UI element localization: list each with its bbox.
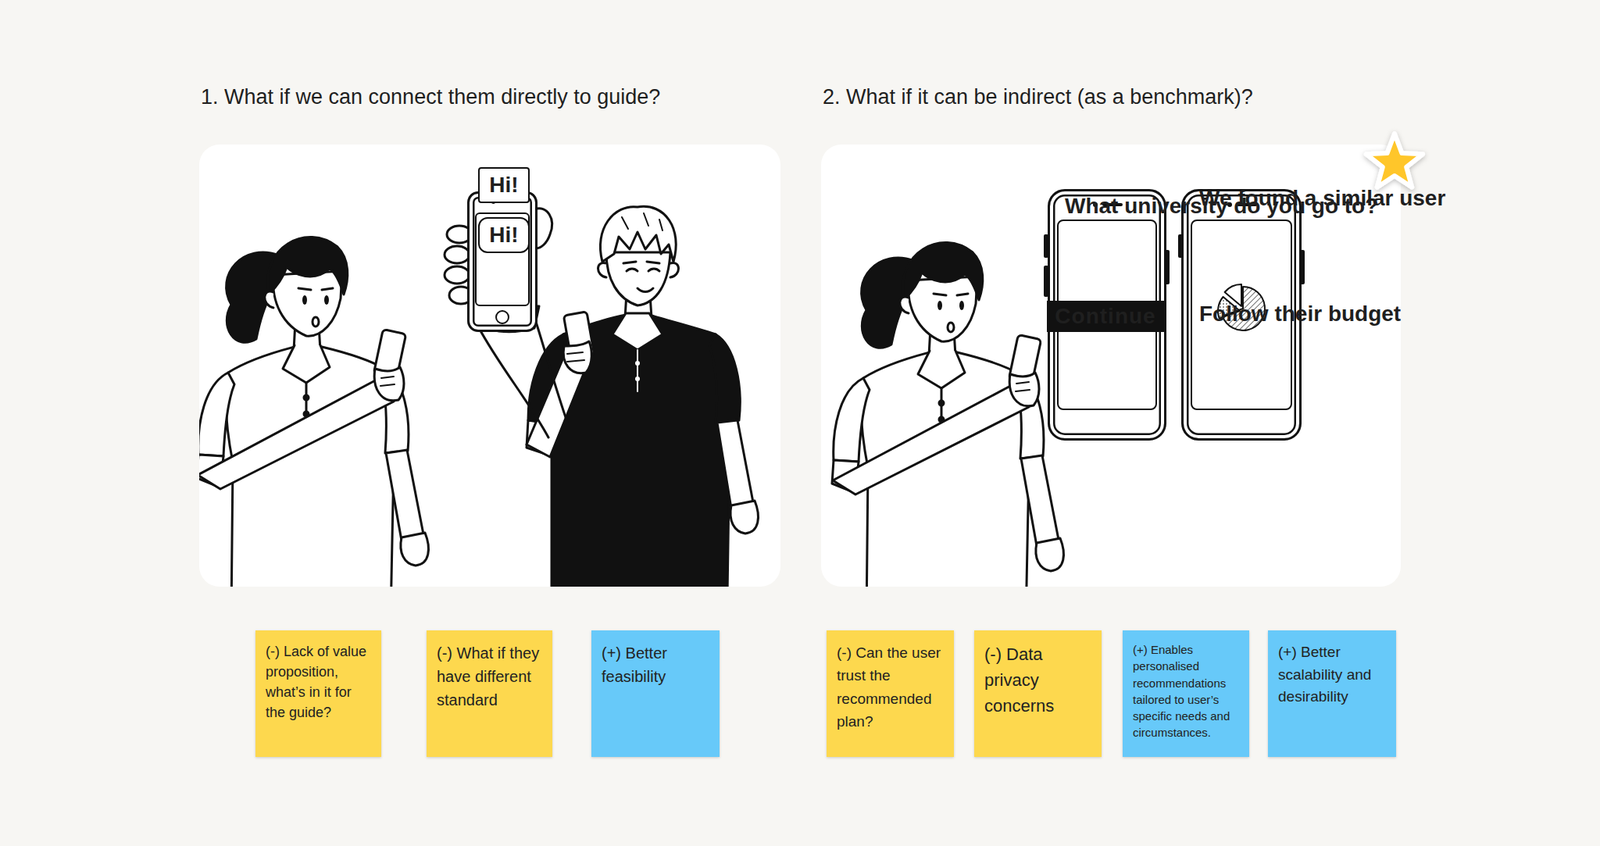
scenario-panel: 2. What if it can be indirect (as a benc… [821, 144, 1401, 587]
sticky-note: (-) Data privacy concerns [974, 630, 1102, 758]
phone-screen: We found a similar userFollow their budg… [1181, 189, 1302, 441]
chat-phone: Hi!Hi! [467, 191, 538, 333]
sticky-note: (-) Lack of value proposition, what’s in… [255, 630, 382, 758]
note-text: (+) Enables personalised recommendations… [1132, 641, 1240, 742]
scenario-heading: 1. What if we can connect them directly … [200, 83, 783, 111]
screen-caption: Follow their budget [1199, 300, 1287, 328]
note-text: (-) What if they have different standard [436, 641, 543, 712]
star-mark [1366, 133, 1423, 188]
sticky-note: (-) What if they have different standard [426, 630, 553, 758]
sticky-note: (+) Enables personalised recommendations… [1122, 630, 1250, 758]
screen-heading: We found a similar user [1199, 185, 1287, 212]
scenario-heading: 2. What if it can be indirect (as a benc… [822, 83, 1403, 111]
note-text: (-) Can the user trust the recommended p… [836, 641, 944, 734]
note-text: (+) Better scalability and desirability [1278, 641, 1386, 709]
sticky-note: (+) Better scalability and desirability [1267, 630, 1397, 758]
continue-button: Continue [1046, 300, 1164, 333]
chat-bubble: Hi! [478, 217, 529, 254]
screen-question: What university do you go to? [1064, 192, 1153, 220]
scenario-panel: 1. What if we can connect them directly … [199, 144, 781, 587]
sticky-note: (+) Better feasibility [591, 630, 720, 758]
note-text: (-) Data privacy concerns [984, 641, 1092, 719]
phone-screen: What university do you go to? Continue [1047, 189, 1167, 441]
note-text: (-) Lack of value proposition, what’s in… [265, 641, 372, 723]
sticky-note: (-) Can the user trust the recommended p… [826, 630, 954, 758]
chat-bubble: Hi! [478, 167, 529, 204]
note-text: (+) Better feasibility [601, 641, 710, 689]
home-button [495, 310, 510, 325]
